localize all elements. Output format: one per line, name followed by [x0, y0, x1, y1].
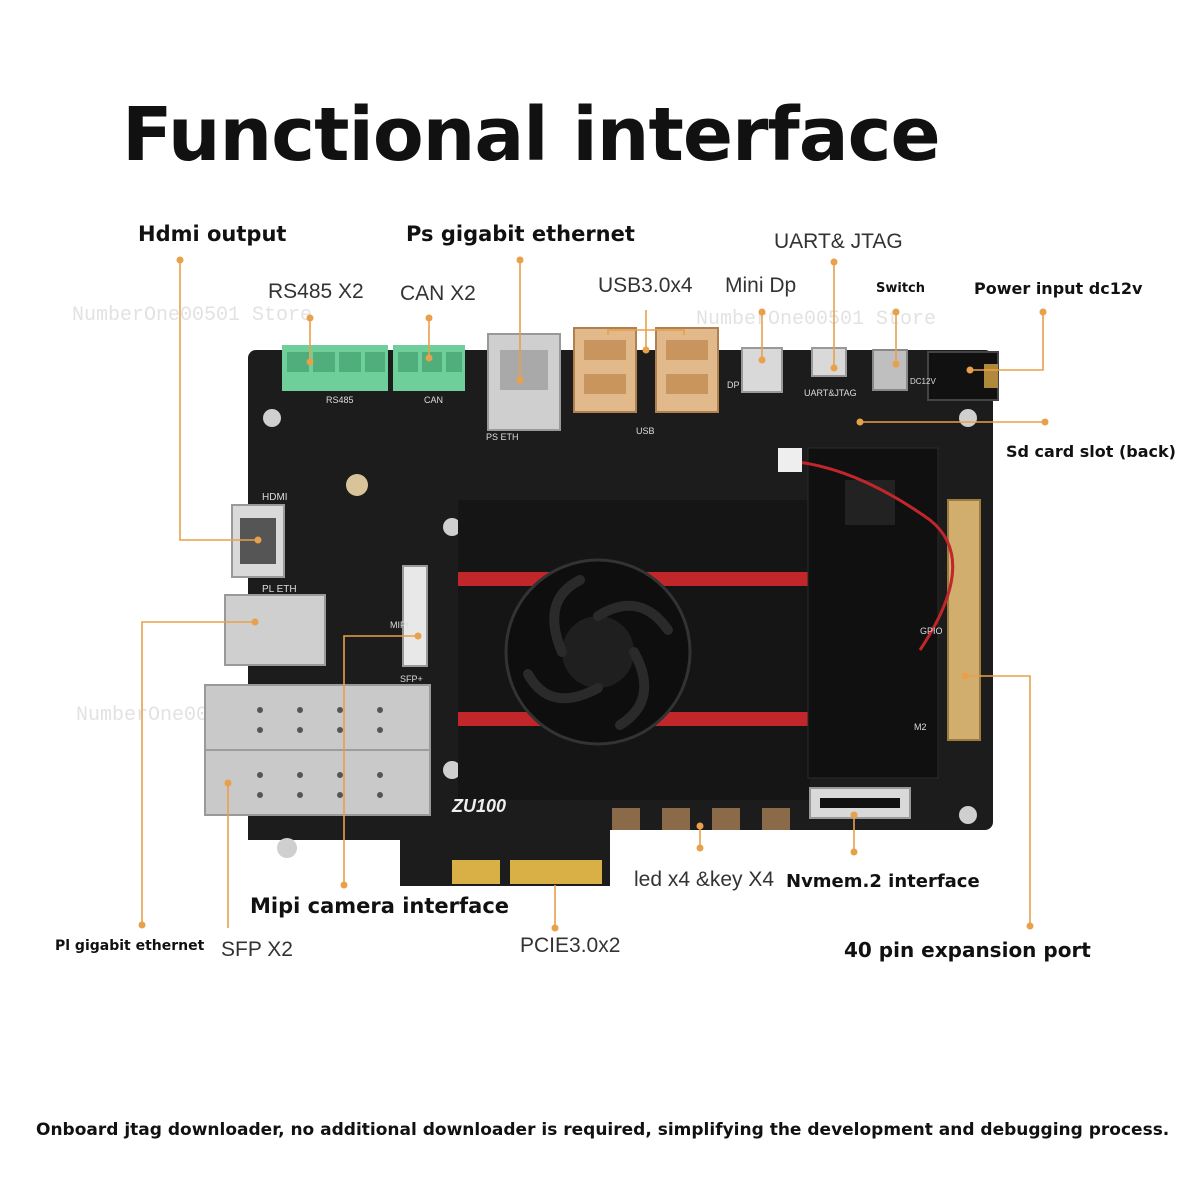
- fan-wire: [797, 460, 955, 651]
- label-mini-dp: Mini Dp: [725, 274, 797, 297]
- label-mipi-camera: Mipi camera interface: [250, 894, 510, 918]
- silk-usb: USB: [636, 426, 655, 436]
- pl-ethernet-jack: [224, 594, 326, 666]
- key-button: [762, 808, 790, 830]
- label-uart-jtag: UART& JTAG: [774, 230, 903, 253]
- label-pcie: PCIE3.0x2: [520, 934, 621, 957]
- silk-m2: M2: [914, 722, 927, 732]
- silk-sfp: SFP+: [400, 674, 423, 684]
- pcie-gold-left: [452, 860, 500, 884]
- label-pl-gigabit-ethernet: Pl gigabit ethernet: [55, 938, 205, 954]
- silk-rs485: RS485: [326, 395, 354, 405]
- key-button: [712, 808, 740, 830]
- power-switch: [872, 349, 908, 391]
- label-usb: USB3.0x4: [598, 274, 693, 297]
- mount-hole: [443, 518, 461, 536]
- silk-ps-eth: PS ETH: [486, 432, 519, 442]
- silk-dc12v: DC12V: [910, 377, 936, 386]
- label-ps-gigabit-ethernet: Ps gigabit ethernet: [406, 222, 635, 246]
- label-rs485: RS485 X2: [268, 280, 364, 303]
- silk-mipi: MIPI: [390, 620, 409, 630]
- silk-gpio: GPIO: [920, 626, 943, 636]
- gpio-40pin-header: [947, 499, 981, 741]
- label-led-key: led x4 &key X4: [634, 868, 775, 891]
- label-can: CAN X2: [400, 282, 476, 305]
- watermark: NumberOne00501 Store: [72, 304, 313, 327]
- label-40pin: 40 pin expansion port: [844, 938, 1091, 962]
- silk-can: CAN: [424, 395, 443, 405]
- label-sd-card-slot: Sd card slot (back): [1006, 442, 1176, 461]
- label-switch: Switch: [876, 281, 926, 296]
- silk-dp: DP: [727, 380, 740, 390]
- silk-model: ZU100: [451, 796, 506, 816]
- label-sfp: SFP X2: [221, 938, 293, 961]
- footer-note: Onboard jtag downloader, no additional d…: [36, 1120, 1170, 1140]
- silk-hdmi: HDMI: [262, 492, 288, 503]
- silk-uart: UART&JTAG: [804, 388, 857, 398]
- silk-pl-eth: PL ETH: [262, 584, 297, 595]
- key-button: [612, 808, 640, 830]
- mount-hole: [959, 806, 977, 824]
- label-nvme: Nvmem.2 interface: [786, 871, 980, 892]
- label-hdmi-output: Hdmi output: [138, 222, 287, 246]
- mount-hole: [443, 761, 461, 779]
- watermark: NumberOne00501 Store: [696, 308, 937, 331]
- label-power-input: Power input dc12v: [974, 279, 1143, 298]
- pcie-gold-right: [510, 860, 602, 884]
- mipi-connector: [402, 565, 428, 667]
- page-title: Functional interface: [122, 92, 941, 178]
- uart-jtag-port: [811, 347, 847, 377]
- key-button: [662, 808, 690, 830]
- mount-hole: [959, 409, 977, 427]
- mount-hole: [263, 409, 281, 427]
- mount-hole: [277, 838, 297, 858]
